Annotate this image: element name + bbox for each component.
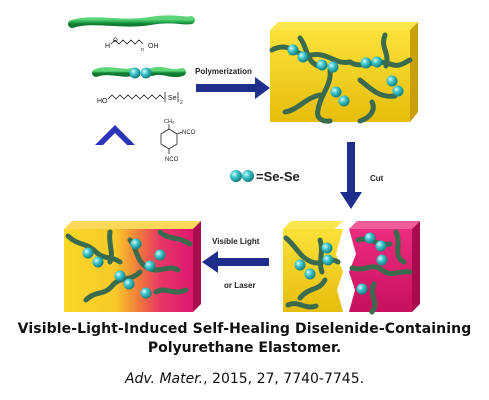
caption-title-line1: Visible-Light-Induced Self-Healing Disel… [17,321,472,337]
se-se-legend-beads [230,170,254,182]
peg-o: O [113,38,118,44]
caption-title-line2: Polyurethane Elastomer. [147,340,342,356]
cut-label: Cut [370,174,384,183]
caption-journal: Adv. Mater. [124,371,204,387]
or-laser-label: or Laser [224,281,256,290]
diselenide-formula: HO Se 2 [97,92,183,106]
peg-oh: OH [148,43,159,50]
peg-h: H [105,43,110,50]
diselenide-ho: HO [97,98,108,105]
tdi-structure: CH₃ NCO NCO [160,119,196,163]
peg-formula: H O OH n [105,38,159,53]
diselenide-se: Se [168,95,177,102]
diselenide-subscript: 2 [180,100,183,106]
visible-light-label: Visible Light [212,237,260,246]
tdi-nco-top: NCO [182,130,196,136]
healing-arrow [202,251,269,273]
tdi-nco-bottom: NCO [165,157,179,163]
polymerization-arrow [196,77,270,99]
healed-block [64,221,201,312]
se-se-legend-label: =Se-Se [256,169,300,184]
caption-reference: , 2015, 27, 7740-7745. [203,371,365,387]
tdi-ch3: CH₃ [164,119,174,125]
polymerization-label: Polymerization [195,67,252,76]
chevron-icon [95,125,135,145]
reagent-peg-chain [68,15,195,28]
peg-n: n [141,47,144,53]
reagent-diselenide-chain [92,66,186,79]
cut-block [283,221,420,315]
cut-arrow [340,142,362,209]
caption-citation: Adv. Mater., 2015, 27, 7740-7745. [0,371,489,387]
polymer-network-block [269,22,418,124]
